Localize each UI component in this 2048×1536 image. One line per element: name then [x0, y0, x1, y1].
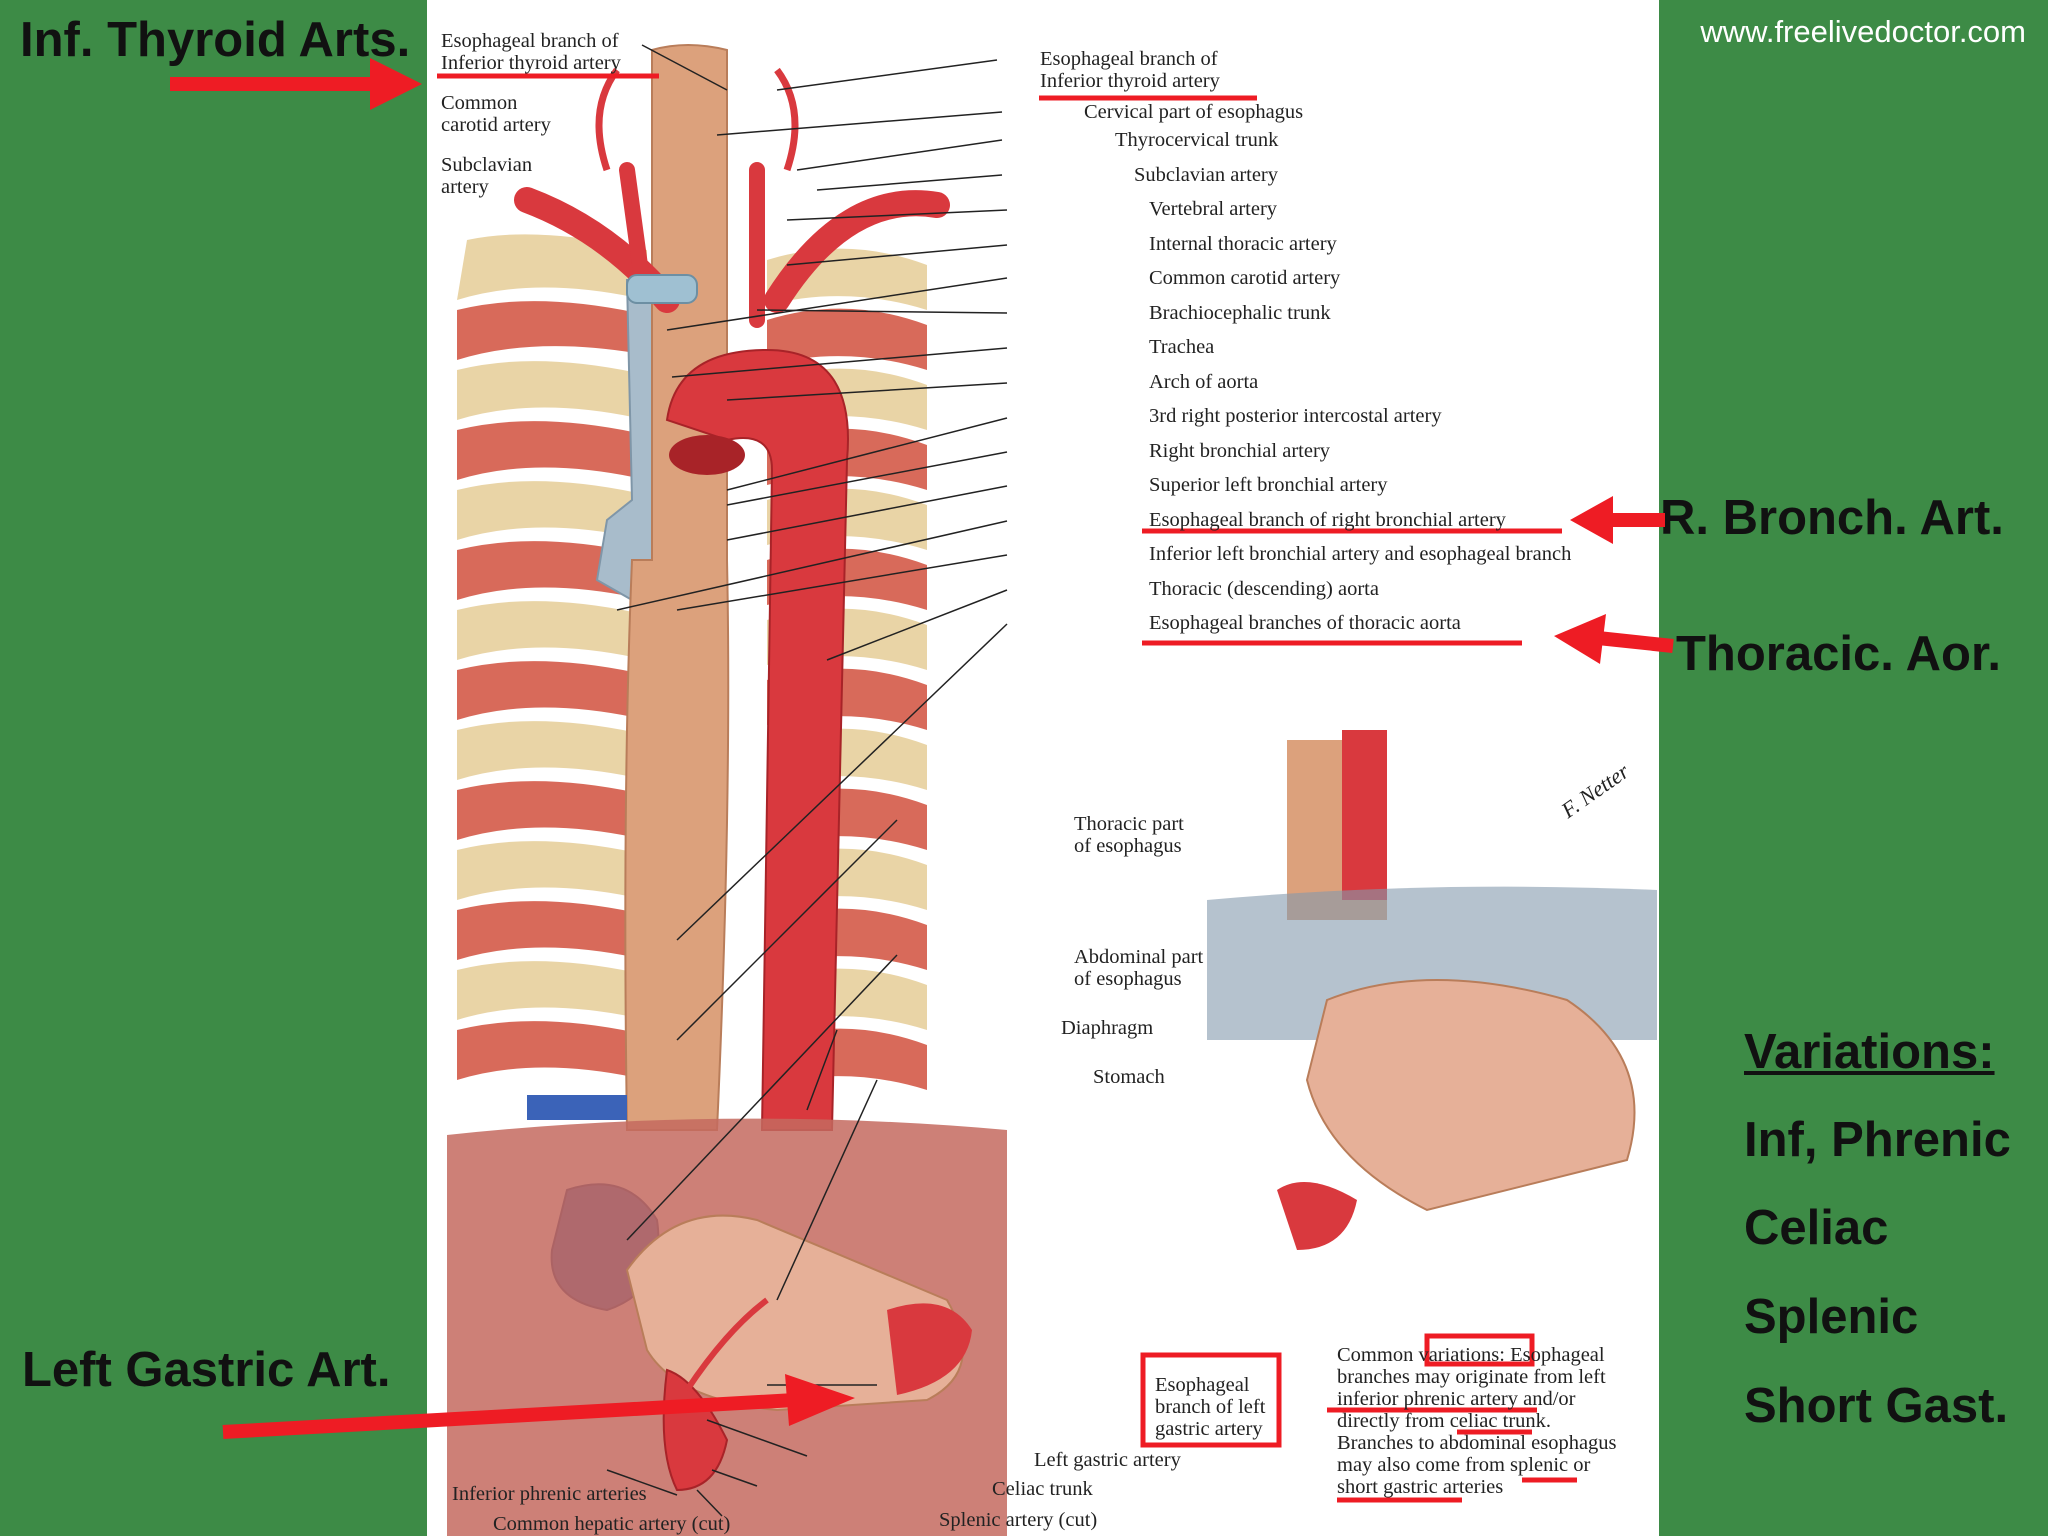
variation-item-short-gastric: Short Gast. [1744, 1379, 2009, 1433]
anatomy-illustration [437, 44, 1657, 1536]
anatomy-illustration-panel: Esophageal branch of Inferior thyroid ar… [427, 0, 1659, 1536]
label-esophageal-branch-inferior-thyroid-left: Esophageal branch of [441, 30, 619, 52]
label-abdominal-part-esophagus-2: of esophagus [1074, 968, 1182, 990]
stomach-cut-surface [887, 1303, 972, 1395]
label-esophageal-branch-left-gastric-2: branch of left [1155, 1396, 1266, 1418]
callout-left-gastric: Left Gastric Art. [22, 1343, 391, 1397]
note-line-1: Common variations: Esophageal [1337, 1344, 1605, 1366]
variations-title: Variations: [1744, 1025, 1995, 1079]
label-inferior-thyroid-artery-left: Inferior thyroid artery [441, 52, 621, 74]
label-abdominal-part-esophagus-1: Abdominal part [1074, 946, 1204, 968]
label-right-bronchial-artery: Right bronchial artery [1149, 440, 1331, 462]
variation-item-celiac: Celiac [1744, 1201, 1889, 1255]
label-esophageal-branch-inferior-thyroid-right: Esophageal branch of [1040, 48, 1218, 70]
callout-inf-thyroid: Inf. Thyroid Arts. [20, 13, 411, 67]
label-brachiocephalic-trunk: Brachiocephalic trunk [1149, 302, 1331, 324]
label-vertebral-artery: Vertebral artery [1149, 198, 1278, 220]
label-subclavian-left-1: Subclavian [441, 154, 533, 176]
note-line-7: short gastric arteries [1337, 1476, 1504, 1498]
azygos-vein [527, 1095, 627, 1120]
variation-item-splenic: Splenic [1744, 1290, 1919, 1344]
label-thoracic-descending-aorta: Thoracic (descending) aorta [1149, 578, 1379, 600]
arrow-r-bronch [1570, 496, 1665, 544]
rib-cage-left [457, 234, 647, 1080]
label-common-carotid-artery: Common carotid artery [1149, 267, 1341, 289]
callout-thoracic-aor: Thoracic. Aor. [1676, 627, 2001, 681]
inferior-thyroid-right [774, 67, 799, 172]
inferior-thyroid-left [595, 67, 620, 172]
label-inferior-left-bronchial: Inferior left bronchial artery and esoph… [1149, 543, 1572, 565]
note-line-4: directly from celiac trunk. [1337, 1410, 1552, 1432]
inset-illustration [1207, 730, 1657, 1250]
red-annotations [437, 73, 1577, 1503]
common-carotid-left [619, 162, 650, 288]
label-esophageal-branch-left-gastric-3: gastric artery [1155, 1418, 1263, 1440]
label-left-gastric-artery: Left gastric artery [1034, 1449, 1181, 1471]
label-esophageal-branches-thoracic-aorta: Esophageal branches of thoracic aorta [1149, 612, 1461, 634]
label-inferior-phrenic-arteries: Inferior phrenic arteries [452, 1483, 647, 1505]
esophagus [624, 44, 730, 1131]
aorta [665, 348, 849, 1131]
label-diaphragm: Diaphragm [1061, 1017, 1154, 1039]
left-gastric-artery [684, 1297, 769, 1392]
label-arch-of-aorta: Arch of aorta [1149, 371, 1259, 393]
label-inferior-thyroid-artery-right: Inferior thyroid artery [1040, 70, 1220, 92]
variation-item-inf-phrenic: Inf, Phrenic [1744, 1113, 2011, 1167]
arrow-inf-thyroid [170, 58, 422, 110]
label-stomach: Stomach [1093, 1066, 1165, 1088]
arrow-thoracic-aor [1554, 614, 1674, 664]
label-3rd-posterior-intercostal: 3rd right posterior intercostal artery [1149, 405, 1442, 427]
arrow-left-gastric [222, 1374, 855, 1439]
label-thyrocervical-trunk: Thyrocervical trunk [1115, 129, 1279, 151]
label-superior-left-bronchial: Superior left bronchial artery [1149, 474, 1388, 496]
label-subclavian-left-2: artery [441, 176, 489, 198]
label-common-carotid-left-1: Common [441, 92, 518, 114]
brachiocephalic-vein [626, 274, 698, 304]
label-thoracic-part-esophagus-1: Thoracic part [1074, 813, 1184, 835]
subclavian-artery-right [764, 190, 950, 313]
note-line-3: inferior phrenic artery and/or [1337, 1388, 1576, 1410]
label-cervical-esophagus: Cervical part of esophagus [1084, 101, 1304, 123]
label-esophageal-branch-right-bronchial: Esophageal branch of right bronchial art… [1149, 509, 1506, 531]
label-subclavian-artery: Subclavian artery [1134, 164, 1279, 186]
label-common-carotid-left-2: carotid artery [441, 114, 551, 136]
aortic-opening [669, 435, 745, 475]
note-line-6: may also come from splenic or [1337, 1454, 1591, 1476]
label-internal-thoracic-artery: Internal thoracic artery [1149, 233, 1337, 255]
label-splenic-artery-cut: Splenic artery (cut) [939, 1509, 1098, 1531]
label-celiac-trunk: Celiac trunk [992, 1478, 1093, 1500]
leader-lines [606, 44, 1008, 1517]
watermark-url: www.freelivedoctor.com [1700, 14, 2026, 49]
label-thoracic-part-esophagus-2: of esophagus [1074, 835, 1182, 857]
label-esophageal-branch-left-gastric-1: Esophageal [1155, 1374, 1250, 1396]
callout-r-bronch: R. Bronch. Art. [1660, 491, 2004, 545]
note-line-5: Branches to abdominal esophagus [1337, 1432, 1617, 1454]
note-line-2: branches may originate from left [1337, 1366, 1606, 1388]
label-trachea: Trachea [1149, 336, 1215, 358]
label-common-hepatic-artery-cut: Common hepatic artery (cut) [493, 1513, 731, 1535]
